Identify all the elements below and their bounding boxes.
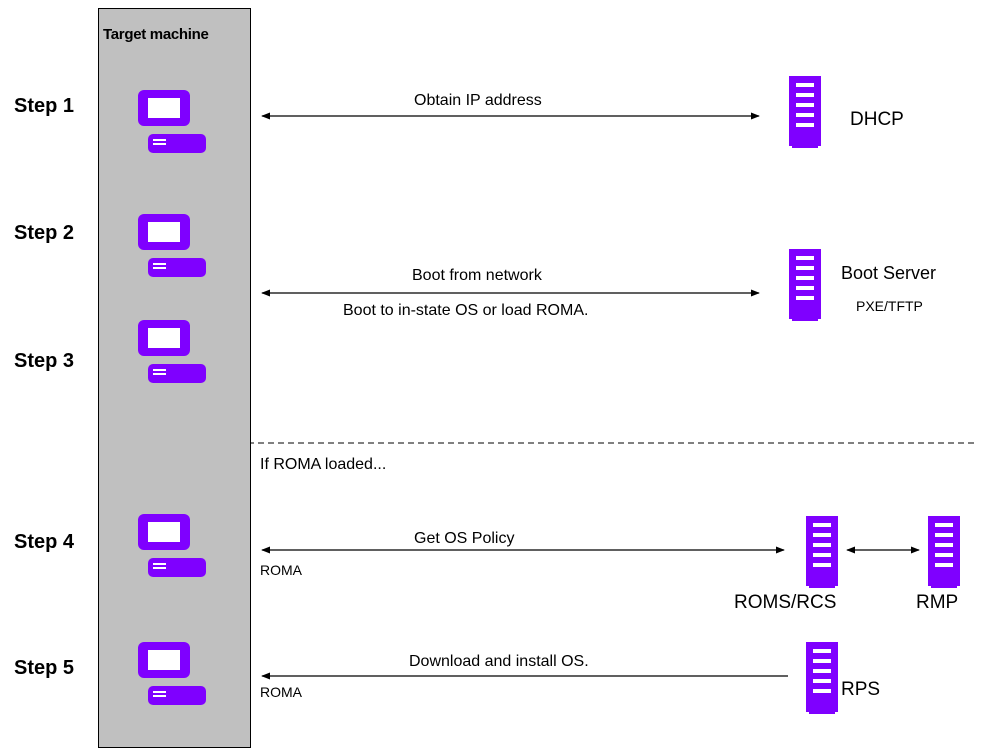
- computer-icon: [138, 90, 206, 153]
- server-icon: [806, 642, 838, 714]
- computer-icon: [138, 514, 206, 577]
- server-icon: [806, 516, 838, 588]
- rps-label: RPS: [841, 679, 881, 700]
- roma-label-step-5: ROMA: [260, 684, 302, 700]
- note-roma-loaded: If ROMA loaded...: [260, 456, 387, 473]
- server-icon: [789, 249, 821, 321]
- computer-icon: [138, 320, 206, 383]
- target-machine-title: Target machine: [103, 26, 209, 43]
- boot-server-label: Boot Server: [841, 263, 937, 283]
- step-5-label: Step 5: [14, 657, 75, 679]
- step-4-label: Step 4: [14, 531, 75, 553]
- message-boot-network: Boot from network: [412, 267, 542, 284]
- server-icon: [789, 76, 821, 148]
- roms-rcs-label: ROMS/RCS: [734, 592, 837, 613]
- step-3-label: Step 3: [14, 350, 75, 372]
- boot-protocol-label: PXE/TFTP: [856, 298, 923, 314]
- step-2-label: Step 2: [14, 222, 75, 244]
- step-1-label: Step 1: [14, 95, 75, 117]
- dhcp-label: DHCP: [850, 109, 904, 130]
- message-get-policy: Get OS Policy: [414, 530, 515, 547]
- computer-icon: [138, 214, 206, 277]
- message-obtain-ip: Obtain IP address: [414, 92, 542, 109]
- rmp-label: RMP: [916, 592, 959, 613]
- computer-icon: [138, 642, 206, 705]
- server-icon: [928, 516, 960, 588]
- message-download: Download and install OS.: [409, 653, 589, 670]
- message-boot-instate: Boot to in-state OS or load ROMA.: [343, 302, 589, 319]
- roma-label-step-4: ROMA: [260, 562, 302, 578]
